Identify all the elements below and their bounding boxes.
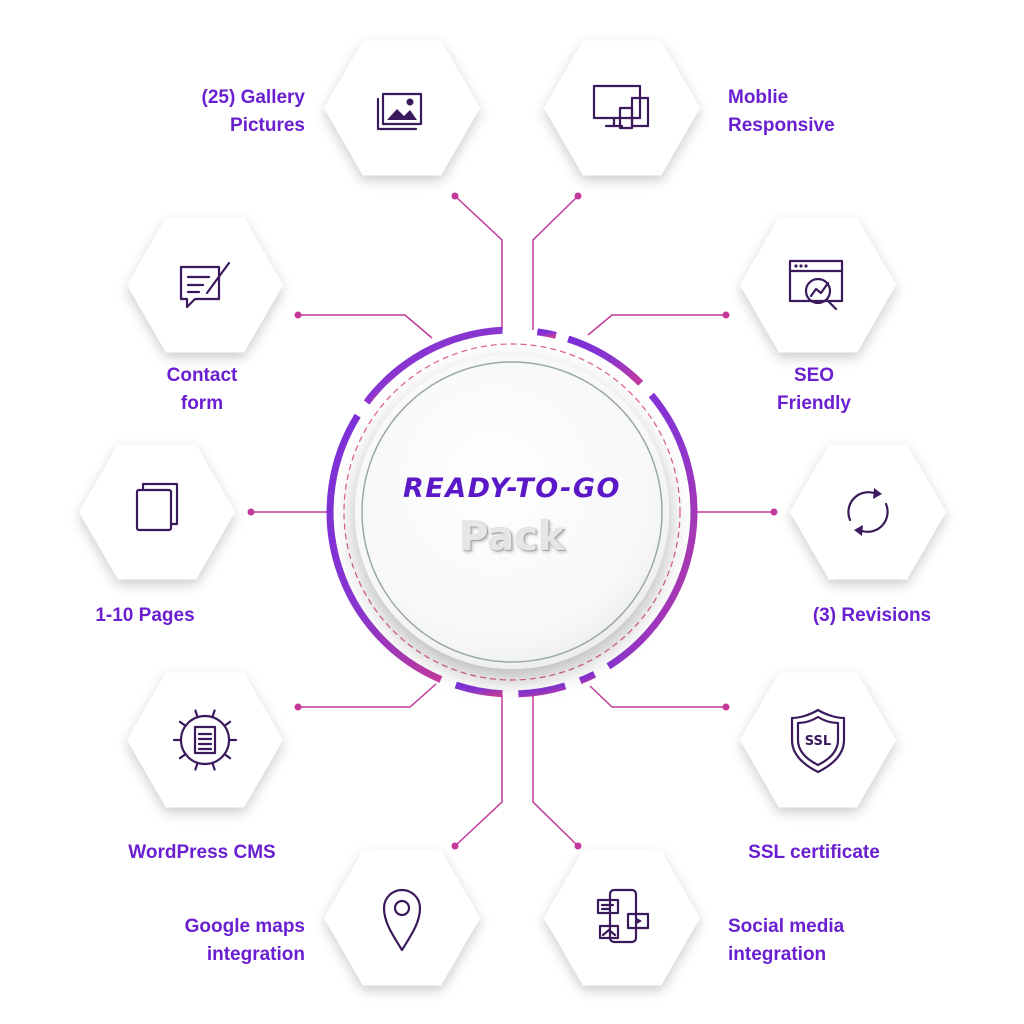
- revisions-icon: [847, 488, 889, 536]
- ring-segment: [518, 682, 567, 698]
- ssl-shield-icon: SSL: [790, 708, 846, 774]
- hexagon-tile: [790, 444, 946, 580]
- ring-segment: [365, 387, 380, 403]
- hexagon-tile: [740, 217, 896, 353]
- pack-subtitle: Pack: [459, 514, 565, 560]
- hexagon-tile: [324, 40, 480, 176]
- cms-gear-icon: [172, 709, 238, 771]
- ring-segment: [326, 413, 443, 683]
- seo-icon: [788, 259, 844, 311]
- connector-dot: [722, 311, 730, 319]
- devices-icon: [592, 84, 650, 130]
- pages-icon: [135, 482, 179, 532]
- hexagon-tile: [544, 850, 700, 986]
- connector-line: [587, 314, 726, 336]
- ring-segment: [578, 671, 597, 684]
- hexagon-tile: [79, 444, 235, 580]
- hexagon-tile: [740, 672, 896, 808]
- feature-label-wordpress: WordPress CMS: [128, 842, 276, 863]
- connector-line: [532, 195, 579, 330]
- hexagon-tile: [324, 850, 480, 986]
- center-disc: [355, 355, 669, 669]
- connector-dot: [451, 842, 459, 850]
- connector-line: [589, 685, 726, 708]
- connector-line: [454, 695, 503, 847]
- connector-line: [298, 314, 433, 339]
- connector-dot: [294, 311, 302, 319]
- connector-line: [454, 195, 503, 330]
- connector-dot: [722, 703, 730, 711]
- connector-dot: [770, 508, 778, 516]
- ring-segment: [383, 337, 452, 384]
- feature-label-ssl: SSL certificate: [748, 842, 880, 863]
- feature-label-pages: 1-10 Pages: [95, 605, 195, 626]
- connector-dot: [574, 842, 582, 850]
- gallery-icon: [376, 92, 423, 131]
- ssl-mark: SSL: [805, 734, 831, 749]
- feature-label-revisions: (3) Revisions: [812, 605, 932, 626]
- center-disc-rim: [361, 361, 663, 663]
- hexagon-tile: [127, 217, 283, 353]
- social-media-icon: [596, 888, 650, 944]
- ring-segment: [536, 328, 557, 339]
- ring-segment: [567, 335, 644, 386]
- connector-dot: [451, 192, 459, 200]
- dashed-inner-ring: [343, 343, 681, 681]
- connector-line: [532, 695, 579, 847]
- map-pin-icon: [382, 888, 422, 952]
- connector-dot: [247, 508, 255, 516]
- connector-dot: [294, 703, 302, 711]
- ring-segment: [606, 392, 698, 670]
- contact-form-icon: [179, 261, 231, 309]
- connector-line: [298, 683, 437, 708]
- pack-title: READY-TO-GO: [403, 473, 621, 504]
- connector-dot: [574, 192, 582, 200]
- ring-segment: [454, 681, 503, 698]
